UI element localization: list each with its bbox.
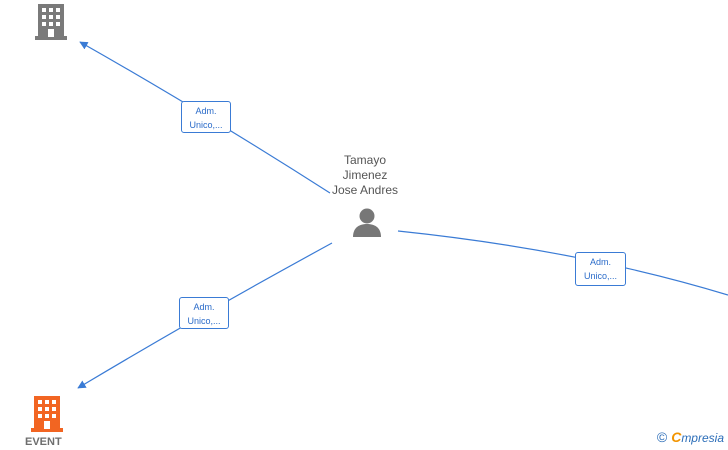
person-name: Tamayo Jimenez Jose Andres: [318, 153, 412, 198]
brand-name: mpresia: [681, 431, 724, 445]
edge-label-top-left[interactable]: Adm. Unico,...: [181, 101, 231, 133]
person-name-line2: Jimenez: [342, 168, 388, 182]
company-node-top[interactable]: [35, 4, 67, 45]
copyright-symbol: ©: [656, 429, 668, 445]
person-node[interactable]: [352, 207, 382, 242]
edge-line-right: [397, 230, 728, 296]
person-name-line1: Tamayo: [343, 153, 387, 167]
event-label: EVENT: [25, 436, 62, 448]
company-node-event[interactable]: [31, 396, 63, 437]
person-name-line3: Jose Andres: [331, 183, 399, 197]
edge-role-line1: Adm.: [195, 106, 217, 116]
edge-label-right[interactable]: Adm. Unico,...: [575, 252, 626, 286]
edge-role-line2: Unico,...: [189, 120, 223, 130]
edge-role-line2: Unico,...: [187, 316, 221, 326]
edge-role-line1: Adm.: [589, 257, 611, 267]
brand-watermark: ©Cmpresia: [657, 429, 724, 445]
edge-role-line2: Unico,...: [583, 271, 617, 281]
edge-role-line1: Adm.: [193, 302, 215, 312]
person-icon: [353, 208, 381, 237]
building-icon: [35, 4, 67, 40]
brand-logo-letter: C: [671, 429, 682, 445]
building-icon: [31, 396, 63, 432]
edge-label-bottom-left[interactable]: Adm. Unico,...: [179, 297, 229, 329]
